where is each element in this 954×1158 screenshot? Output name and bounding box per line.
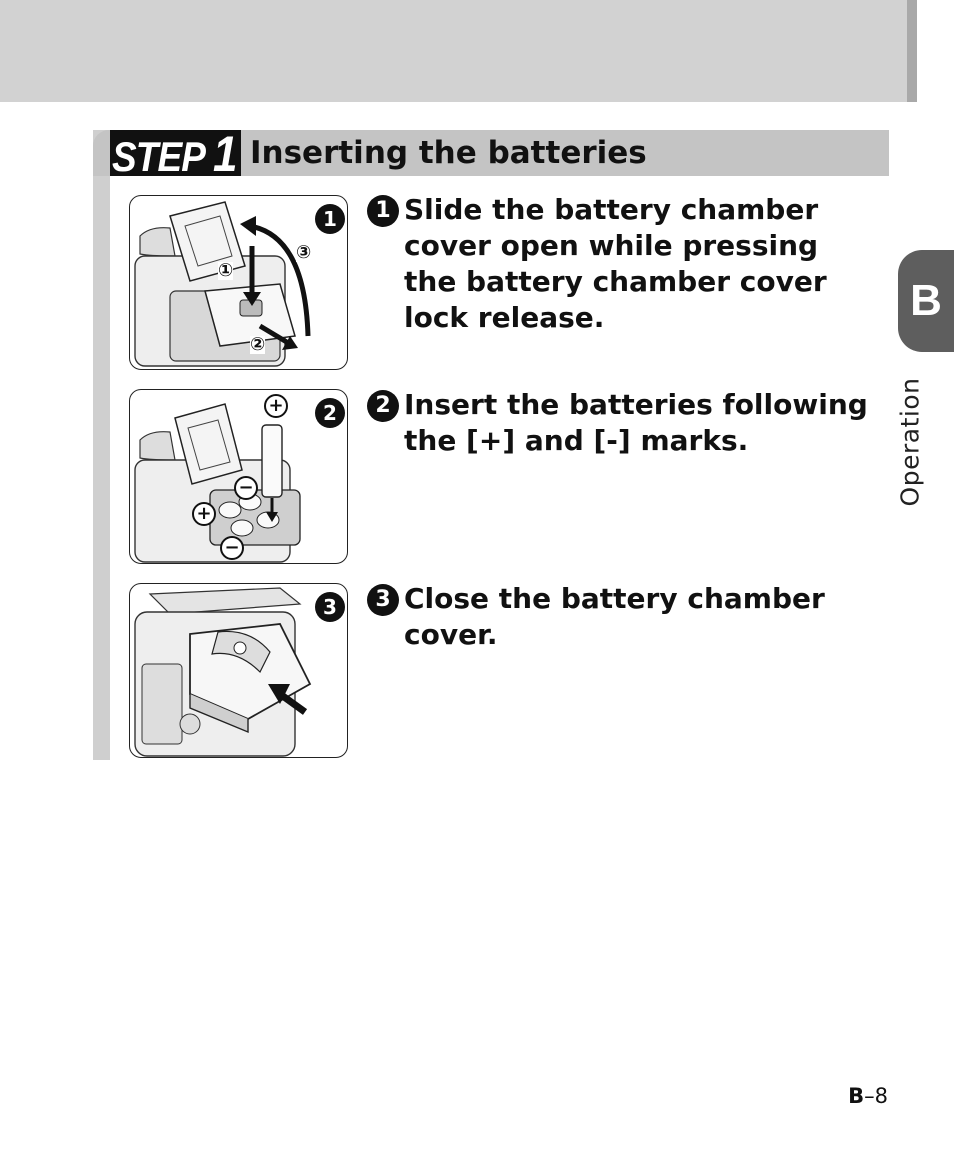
minus-marker-icon: − [220, 536, 244, 560]
step-badge-word: STEP [112, 133, 205, 180]
step-side-bar [93, 130, 110, 760]
chapter-section-label: Operation [895, 377, 925, 507]
illustration-open-cover: 1 ① ② ③ [129, 195, 348, 370]
camera-close-cover-drawing [134, 587, 312, 757]
page-number-chapter: B [848, 1084, 865, 1108]
page-number-separator: – [864, 1084, 875, 1108]
chapter-tab-letter: B [910, 276, 942, 325]
header-band [0, 0, 907, 102]
illustration-insert-batteries: 2 + − + − [129, 389, 348, 564]
illustration-badge: 2 [315, 398, 345, 428]
callout-marker: ② [250, 334, 266, 355]
step-instruction: Close the battery chamber cover. [404, 582, 825, 651]
illustration-badge: 3 [315, 592, 345, 622]
step-badge-number: 1 [213, 126, 237, 182]
step-number-badge: 1 [367, 195, 399, 227]
step-badge [110, 130, 241, 176]
callout-marker: ③ [296, 242, 312, 263]
illustration-close-cover: 3 [129, 583, 348, 758]
chapter-tab [898, 250, 954, 352]
step-badge-label: STEP 1 [112, 129, 238, 180]
step-number-badge: 3 [367, 584, 399, 616]
header-band-edge [907, 0, 917, 102]
step-instruction: Insert the batteries following the [+] a… [404, 388, 868, 457]
callout-marker: ① [218, 260, 234, 281]
step-instruction: Slide the battery chamber cover open whi… [404, 193, 827, 334]
step-number-badge: 2 [367, 390, 399, 422]
plus-marker-icon: + [192, 502, 216, 526]
minus-marker-icon: − [234, 476, 258, 500]
illustration-badge: 1 [315, 204, 345, 234]
page-number-value: 8 [874, 1084, 888, 1108]
plus-marker-icon: + [264, 394, 288, 418]
step-title: Inserting the batteries [250, 135, 647, 171]
page-number: B–8 [848, 1084, 888, 1108]
